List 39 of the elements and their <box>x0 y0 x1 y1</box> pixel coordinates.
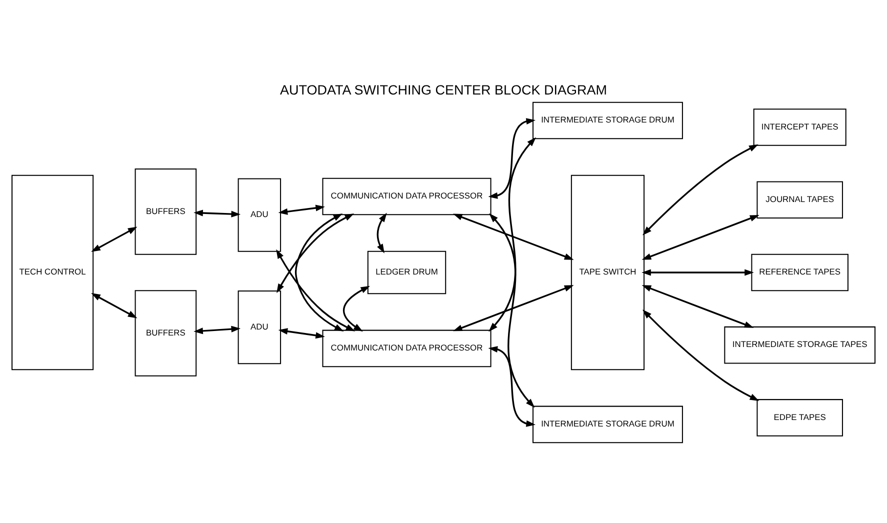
node-box: ADU <box>238 178 282 252</box>
arrow <box>91 293 138 318</box>
arrow <box>194 210 241 218</box>
node-box: REFERENCE TAPES <box>751 254 848 292</box>
arrow <box>489 213 535 408</box>
arrow <box>488 137 536 332</box>
arrow <box>276 249 356 332</box>
node-box: COMMUNICATION DATA PROCESSOR <box>322 178 492 216</box>
diagram-title: AUTODATA SWITCHING CENTER BLOCK DIAGRAM <box>280 82 608 98</box>
node-box: INTERMEDIATE STORAGE TAPES <box>724 326 876 364</box>
node-box: BUFFERS <box>134 168 197 255</box>
node-box: INTERMEDIATE STORAGE DRUM <box>532 406 683 444</box>
arrow <box>276 214 354 294</box>
arrow <box>376 212 387 254</box>
node-box: TAPE SWITCH <box>570 174 645 370</box>
arrow <box>278 328 325 339</box>
arrow <box>642 310 760 401</box>
arrow <box>91 226 138 252</box>
arrow <box>452 214 574 260</box>
node-box: INTERCEPT TAPES <box>753 108 846 146</box>
node-box: ADU <box>238 290 282 364</box>
arrow <box>452 285 574 332</box>
arrow <box>278 204 325 215</box>
arrow <box>342 286 370 332</box>
node-box: EDPE TAPES <box>756 399 843 436</box>
arrow <box>642 269 754 276</box>
arrow <box>294 214 344 332</box>
arrow <box>642 215 760 260</box>
node-box: LEDGER DRUM <box>367 250 446 294</box>
arrow <box>642 285 754 328</box>
arrow <box>488 118 536 199</box>
arrow <box>194 326 241 334</box>
arrow <box>488 346 536 427</box>
node-box: INTERMEDIATE STORAGE DRUM <box>532 102 683 140</box>
node-box: TECH CONTROL <box>12 174 94 370</box>
node-box: COMMUNICATION DATA PROCESSOR <box>322 330 492 368</box>
node-box: BUFFERS <box>134 290 197 376</box>
node-box: JOURNAL TAPES <box>756 181 843 219</box>
arrow <box>642 144 758 236</box>
